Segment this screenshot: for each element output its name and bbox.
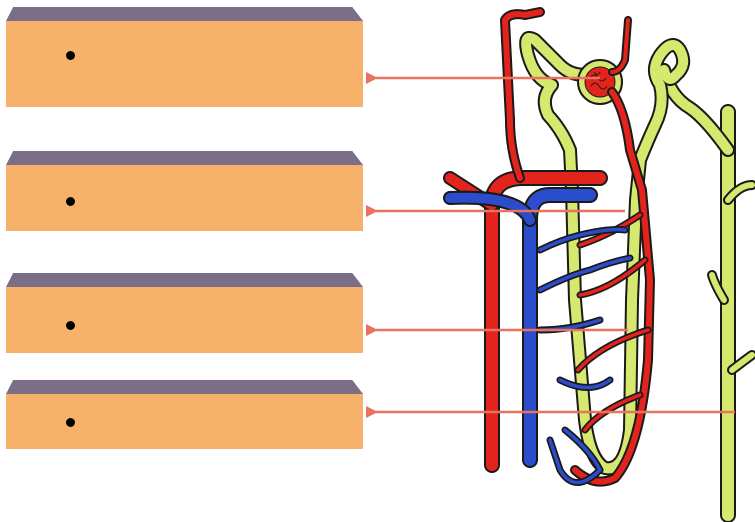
collecting-duct: [664, 70, 752, 515]
